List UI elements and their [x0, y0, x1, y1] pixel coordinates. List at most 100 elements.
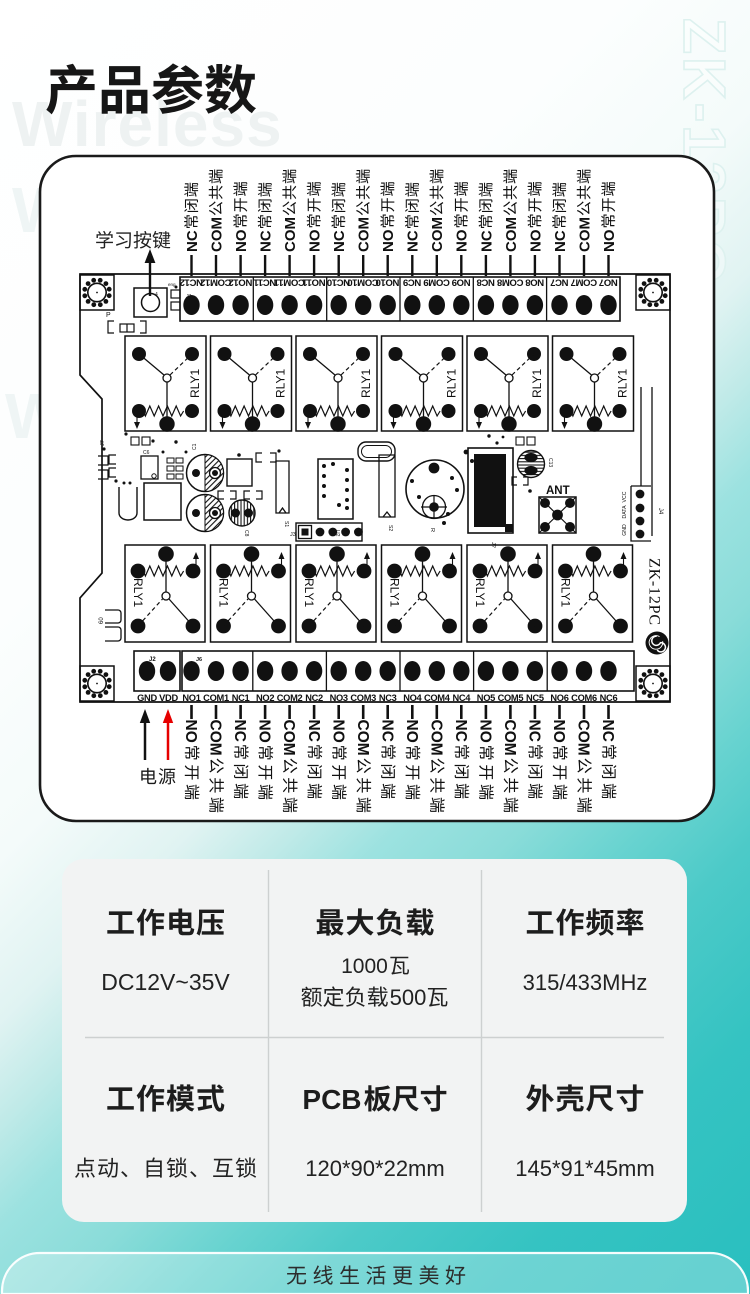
- svg-text:COM3: COM3: [350, 693, 376, 703]
- svg-text:COM: COM: [208, 217, 225, 252]
- svg-text:J4: J4: [657, 508, 663, 515]
- svg-text:NC: NC: [258, 230, 275, 252]
- svg-text:315/433MHz: 315/433MHz: [523, 970, 648, 995]
- svg-text:NC: NC: [331, 230, 348, 252]
- svg-text:NO: NO: [454, 229, 471, 252]
- svg-text:NO11: NO11: [302, 277, 326, 288]
- svg-text:NO: NO: [527, 229, 544, 252]
- svg-text:NC2: NC2: [305, 693, 323, 703]
- svg-text:ZK-12PC: ZK-12PC: [646, 558, 663, 626]
- svg-text:NC5: NC5: [526, 693, 544, 703]
- svg-text:COM: COM: [575, 720, 592, 756]
- svg-text:NC: NC: [552, 230, 569, 252]
- svg-text:NO2: NO2: [256, 693, 274, 703]
- svg-text:COM9: COM9: [424, 277, 450, 288]
- svg-text:COM: COM: [282, 217, 299, 252]
- svg-text:NO: NO: [307, 229, 324, 252]
- svg-text:NO: NO: [329, 720, 346, 743]
- svg-text:C1: C1: [192, 443, 198, 450]
- svg-text:NC9: NC9: [403, 277, 421, 288]
- svg-text:COM4: COM4: [424, 693, 451, 703]
- svg-text:PCB: PCB: [302, 1084, 361, 1115]
- svg-text:J?: J?: [490, 542, 496, 548]
- svg-text:NC: NC: [599, 720, 616, 742]
- svg-text:COM: COM: [427, 720, 444, 756]
- svg-text:COM1: COM1: [203, 693, 229, 703]
- svg-text:DC12V~35V: DC12V~35V: [101, 969, 230, 995]
- svg-text:NC: NC: [478, 230, 495, 252]
- svg-text:C13: C13: [547, 458, 553, 467]
- svg-text:GND: GND: [137, 693, 157, 703]
- svg-text:1000: 1000: [341, 955, 388, 978]
- svg-text:NO: NO: [380, 229, 397, 252]
- svg-text:J1: J1: [186, 294, 192, 300]
- svg-text:J7: J7: [100, 440, 106, 446]
- svg-text:NO5: NO5: [477, 693, 495, 703]
- svg-text:COM8: COM8: [496, 277, 523, 288]
- svg-text:COM2: COM2: [277, 693, 303, 703]
- svg-text:60: 60: [99, 617, 105, 624]
- svg-text:NC11: NC11: [253, 277, 276, 288]
- svg-text:J2: J2: [149, 657, 156, 663]
- svg-text:500: 500: [390, 985, 427, 1010]
- svg-text:C6: C6: [143, 450, 150, 456]
- svg-text:eng: eng: [168, 282, 176, 287]
- svg-text:NO3: NO3: [330, 693, 348, 703]
- svg-text:NO: NO: [233, 229, 250, 252]
- svg-text:NC6: NC6: [600, 693, 618, 703]
- svg-text:COM12: COM12: [200, 277, 231, 288]
- svg-text:P: P: [106, 312, 111, 319]
- svg-text:NC8: NC8: [476, 277, 495, 288]
- svg-text:NC3: NC3: [379, 693, 397, 703]
- svg-text:GND: GND: [622, 524, 628, 536]
- svg-text:NC7: NC7: [550, 277, 568, 288]
- svg-text:S1: S1: [283, 521, 289, 527]
- svg-text:ANT: ANT: [546, 485, 570, 497]
- svg-text:COM: COM: [354, 720, 371, 756]
- svg-text:COM: COM: [280, 720, 297, 756]
- svg-text:145*91*45mm: 145*91*45mm: [515, 1156, 654, 1181]
- svg-text:COM: COM: [429, 217, 446, 252]
- svg-text:C8: C8: [243, 530, 249, 537]
- svg-text:COM5: COM5: [498, 693, 524, 703]
- svg-text:NO1: NO1: [182, 693, 200, 703]
- svg-text:NC: NC: [526, 720, 543, 742]
- svg-text:COM: COM: [356, 217, 373, 252]
- svg-text:NO12: NO12: [229, 277, 253, 288]
- svg-text:NC: NC: [231, 720, 248, 742]
- svg-text:COM: COM: [501, 720, 518, 756]
- svg-text:NC12: NC12: [180, 277, 203, 288]
- svg-text:NO7: NO7: [599, 277, 618, 288]
- svg-text:VCC: VCC: [622, 491, 628, 502]
- svg-text:NO: NO: [477, 720, 494, 743]
- svg-text:J6: J6: [196, 657, 202, 663]
- svg-text:J3: J3: [290, 532, 296, 538]
- svg-text:NO: NO: [256, 720, 273, 743]
- svg-text:4: 4: [155, 292, 158, 298]
- svg-text:NO6: NO6: [550, 693, 568, 703]
- svg-text:COM: COM: [503, 217, 520, 252]
- svg-text:NC: NC: [305, 720, 322, 742]
- svg-text:NO9: NO9: [452, 277, 471, 288]
- svg-text:NO8: NO8: [525, 277, 545, 288]
- svg-text:NO: NO: [182, 720, 199, 743]
- svg-text:NO4: NO4: [403, 693, 422, 703]
- svg-text:COM10: COM10: [348, 277, 379, 288]
- svg-text:COM7: COM7: [571, 277, 597, 288]
- svg-text:VDD: VDD: [159, 693, 178, 703]
- svg-text:NC: NC: [378, 720, 395, 742]
- svg-text:R: R: [429, 528, 435, 532]
- svg-text:COM6: COM6: [571, 693, 597, 703]
- svg-text:NC10: NC10: [327, 277, 350, 288]
- svg-text:120*90*22mm: 120*90*22mm: [305, 1156, 444, 1181]
- svg-text:NC: NC: [452, 720, 469, 742]
- svg-text:DATA: DATA: [622, 505, 628, 519]
- svg-text:COM: COM: [207, 720, 224, 756]
- svg-text:NO: NO: [403, 720, 420, 743]
- svg-text:NO: NO: [550, 720, 567, 743]
- svg-text:NC4: NC4: [452, 693, 471, 703]
- svg-text:S2: S2: [387, 525, 393, 531]
- svg-text:NO10: NO10: [376, 277, 400, 288]
- svg-text:NO: NO: [601, 229, 618, 252]
- svg-text:COM11: COM11: [273, 277, 305, 288]
